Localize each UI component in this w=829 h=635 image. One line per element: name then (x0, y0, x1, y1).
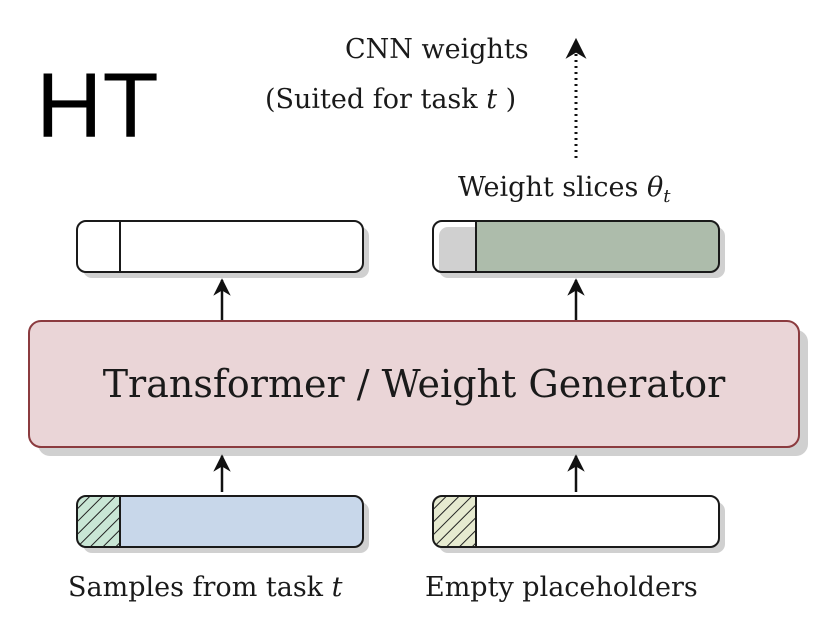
placeholders-label: Empty placeholders (425, 572, 698, 603)
placeholders-token (432, 495, 725, 553)
weight-slices-label: Weight slices θt (458, 172, 671, 207)
samples-hatch (77, 496, 120, 547)
placeholders-hatch (433, 496, 476, 547)
output-token-left (76, 220, 369, 278)
samples-token (76, 495, 369, 553)
ht-badge: HT (36, 55, 159, 157)
weight-slice-fill (476, 221, 719, 272)
output-label-line1: CNN weights (345, 34, 529, 65)
weight-generator-block: Transformer / Weight Generator (28, 320, 808, 456)
output-token-weights (432, 220, 725, 278)
samples-fill (120, 496, 363, 547)
output-label-line2: (Suited for task t ) (265, 84, 516, 115)
samples-label: Samples from task t (68, 572, 343, 603)
generator-label: Transformer / Weight Generator (103, 362, 726, 406)
